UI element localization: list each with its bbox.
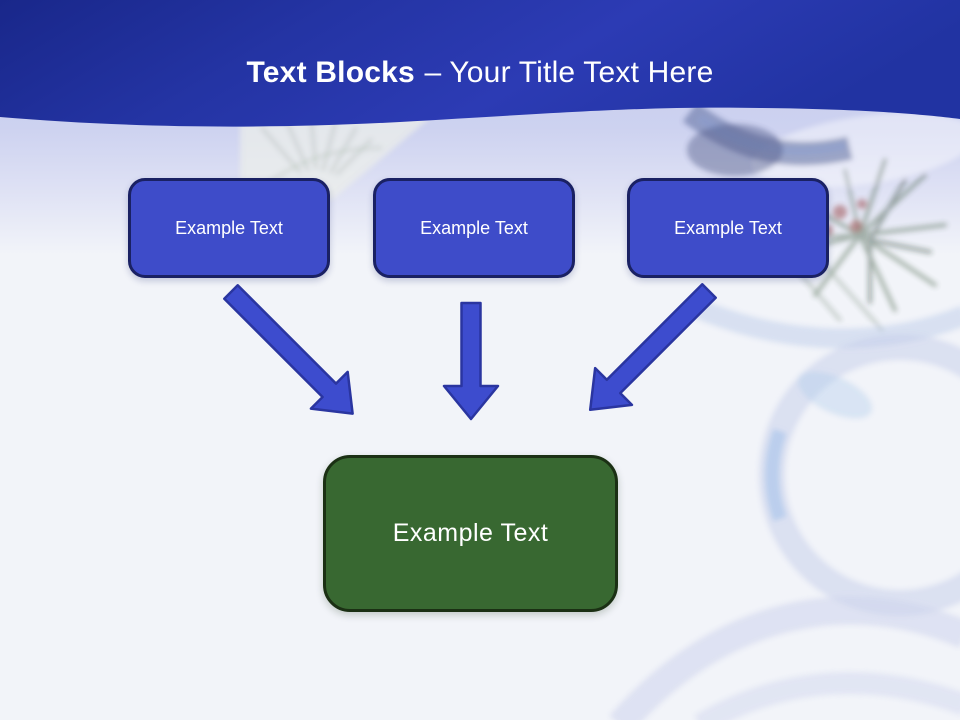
slide-title[interactable]: Text Blocks – Your Title Text Here [0, 54, 960, 92]
text-block-2[interactable]: Example Text [373, 178, 575, 278]
arrow-down-right-icon[interactable] [213, 274, 371, 432]
title-bold-text: Text Blocks [246, 56, 415, 89]
text-block-1-label: Example Text [175, 217, 283, 238]
text-block-2-label: Example Text [420, 217, 528, 238]
arrow-down-icon[interactable] [442, 301, 500, 421]
header-band [0, 0, 960, 127]
result-block[interactable]: Example Text [323, 455, 618, 612]
title-regular-text: – Your Title Text Here [424, 56, 714, 89]
text-block-3-label: Example Text [674, 217, 782, 238]
text-block-1[interactable]: Example Text [128, 178, 330, 278]
result-block-label: Example Text [392, 519, 549, 547]
text-block-3[interactable]: Example Text [627, 178, 829, 278]
arrow-down-left-icon[interactable] [572, 273, 728, 429]
